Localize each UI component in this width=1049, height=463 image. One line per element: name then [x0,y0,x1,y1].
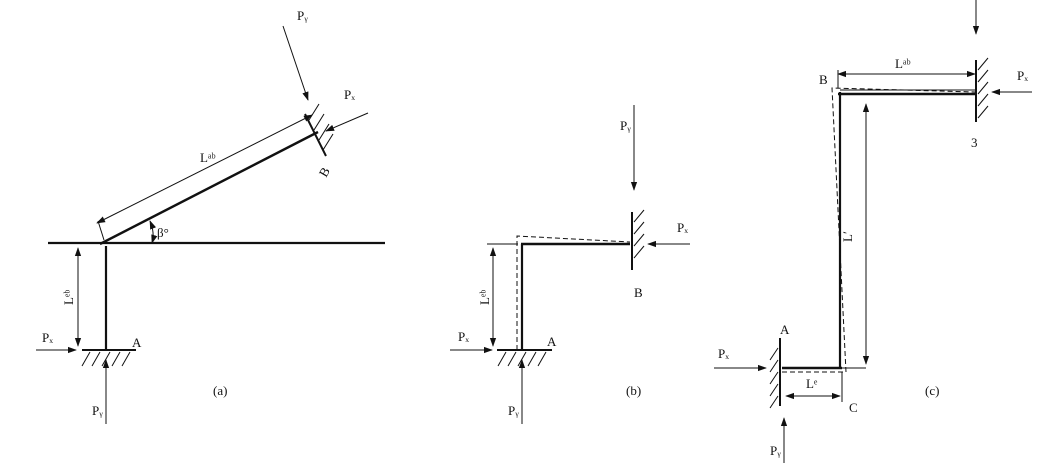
label-point-3-c: 3 [971,135,978,150]
figure-a: Lᵃᵇ Lᵉᵇ β° A B Pₓ Pᵧ Pᵧ Pₓ (a) [36,8,385,424]
label-point-a-c: A [780,322,790,337]
wall-line-b-a [304,113,327,157]
label-point-a-b: A [547,334,557,349]
label-force-left-a: Pₓ [42,330,53,345]
label-force-bottom-a: Pᵧ [92,403,103,419]
force-arrow-right-a [325,112,369,132]
caption-c: (c) [925,383,939,398]
figure-c: Lᵃᵇ L′ Lᵉ A B C 3 Pₓ Pₓ Pᵧ (c) [714,0,1032,463]
figure-b: Pᵧ Pₓ Pₓ Pᵧ Lᵉᵇ A B (b) [450,105,690,424]
label-force-right-b: Pₓ [677,220,688,235]
dimension-inclined-a [96,114,313,224]
label-length-vertical-b: Lᵉᵇ [477,290,492,305]
label-force-bottom-c: Pᵧ [770,443,781,459]
wall-hatch-a-c [769,347,779,409]
label-force-top-b: Pᵧ [620,118,631,134]
label-point-b-c: B [819,72,828,87]
deflected-shape-c [782,87,976,373]
ground-hatch-a [81,351,131,367]
label-force-left-c: Pₓ [718,346,729,361]
label-length-bottom-c: Lᵉ [806,376,818,391]
label-force-top-a: Pᵧ [297,8,308,24]
wall-hatch-b-b [633,209,645,259]
label-angle-a: β° [157,225,169,240]
label-length-vertical-c: L′ [840,231,855,242]
force-arrow-top-a [282,25,309,101]
label-point-b-b: B [634,285,643,300]
label-length-vertical-a: Lᵉᵇ [61,290,76,305]
label-point-c-c: C [849,400,858,415]
ground-hatch-b [497,351,547,367]
label-force-left-b: Pₓ [458,329,469,344]
caption-a: (a) [213,383,227,398]
label-point-a-a: A [132,335,142,350]
label-length-inclined-a: Lᵃᵇ [200,150,216,165]
inclined-pipe-a [99,130,319,246]
label-length-top-c: Lᵃᵇ [895,56,911,71]
deflected-shape-b [516,235,631,350]
wall-hatch-3-c [977,57,989,119]
label-force-bottom-b: Pᵧ [508,403,519,419]
caption-b: (b) [626,383,641,398]
extension-line [97,220,105,241]
label-point-b-a: B [316,164,333,179]
angle-arc [149,220,158,244]
label-force-right-c: Pₓ [1017,68,1028,83]
label-force-right-a: Pₓ [344,87,355,102]
